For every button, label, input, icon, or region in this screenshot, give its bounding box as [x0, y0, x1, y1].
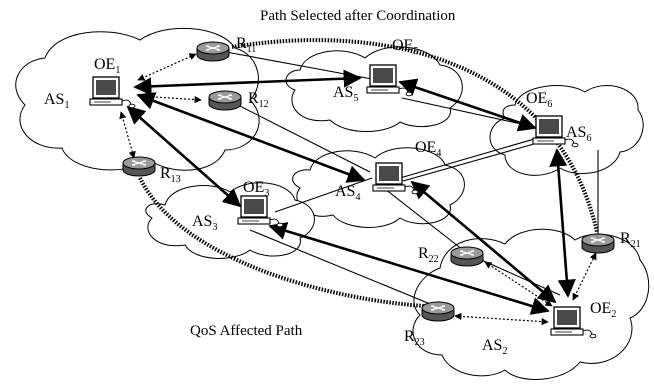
r22-label: R22: [418, 245, 439, 265]
as4-label: AS4: [335, 183, 360, 203]
oe2-label: OE2: [590, 300, 616, 320]
router-r11-icon: [196, 41, 230, 62]
bottom-caption: QoS Affected Path: [190, 323, 303, 339]
r13-label: R13: [160, 165, 181, 185]
as2-label: AS2: [482, 337, 507, 357]
oe6-label: OE6: [526, 90, 552, 110]
as5-label: AS5: [333, 84, 358, 104]
r12-label: R12: [248, 90, 269, 110]
router-r22-icon: [450, 246, 484, 267]
r23-label: R23: [404, 328, 425, 348]
oe1-label: OE1: [94, 56, 120, 76]
r11-label: R11: [236, 35, 256, 55]
oe5-label: OE5: [392, 37, 418, 57]
as3-label: AS3: [192, 213, 217, 233]
oe4-label: OE4: [415, 139, 441, 159]
cloud-as3: [145, 182, 315, 259]
r21-label: R21: [620, 230, 641, 250]
qos-affected-path-line: [138, 177, 426, 308]
router-r23-icon: [421, 301, 455, 322]
router-r13-icon: [122, 156, 156, 177]
as6-label: AS6: [566, 124, 591, 144]
router-r21-icon: [581, 233, 615, 254]
as1-label: AS1: [44, 91, 69, 111]
coordinated-path-line: [231, 38, 599, 233]
top-caption: Path Selected after Coordination: [260, 8, 456, 24]
oe3-label: OE3: [243, 179, 269, 199]
router-r12-icon: [208, 90, 242, 111]
